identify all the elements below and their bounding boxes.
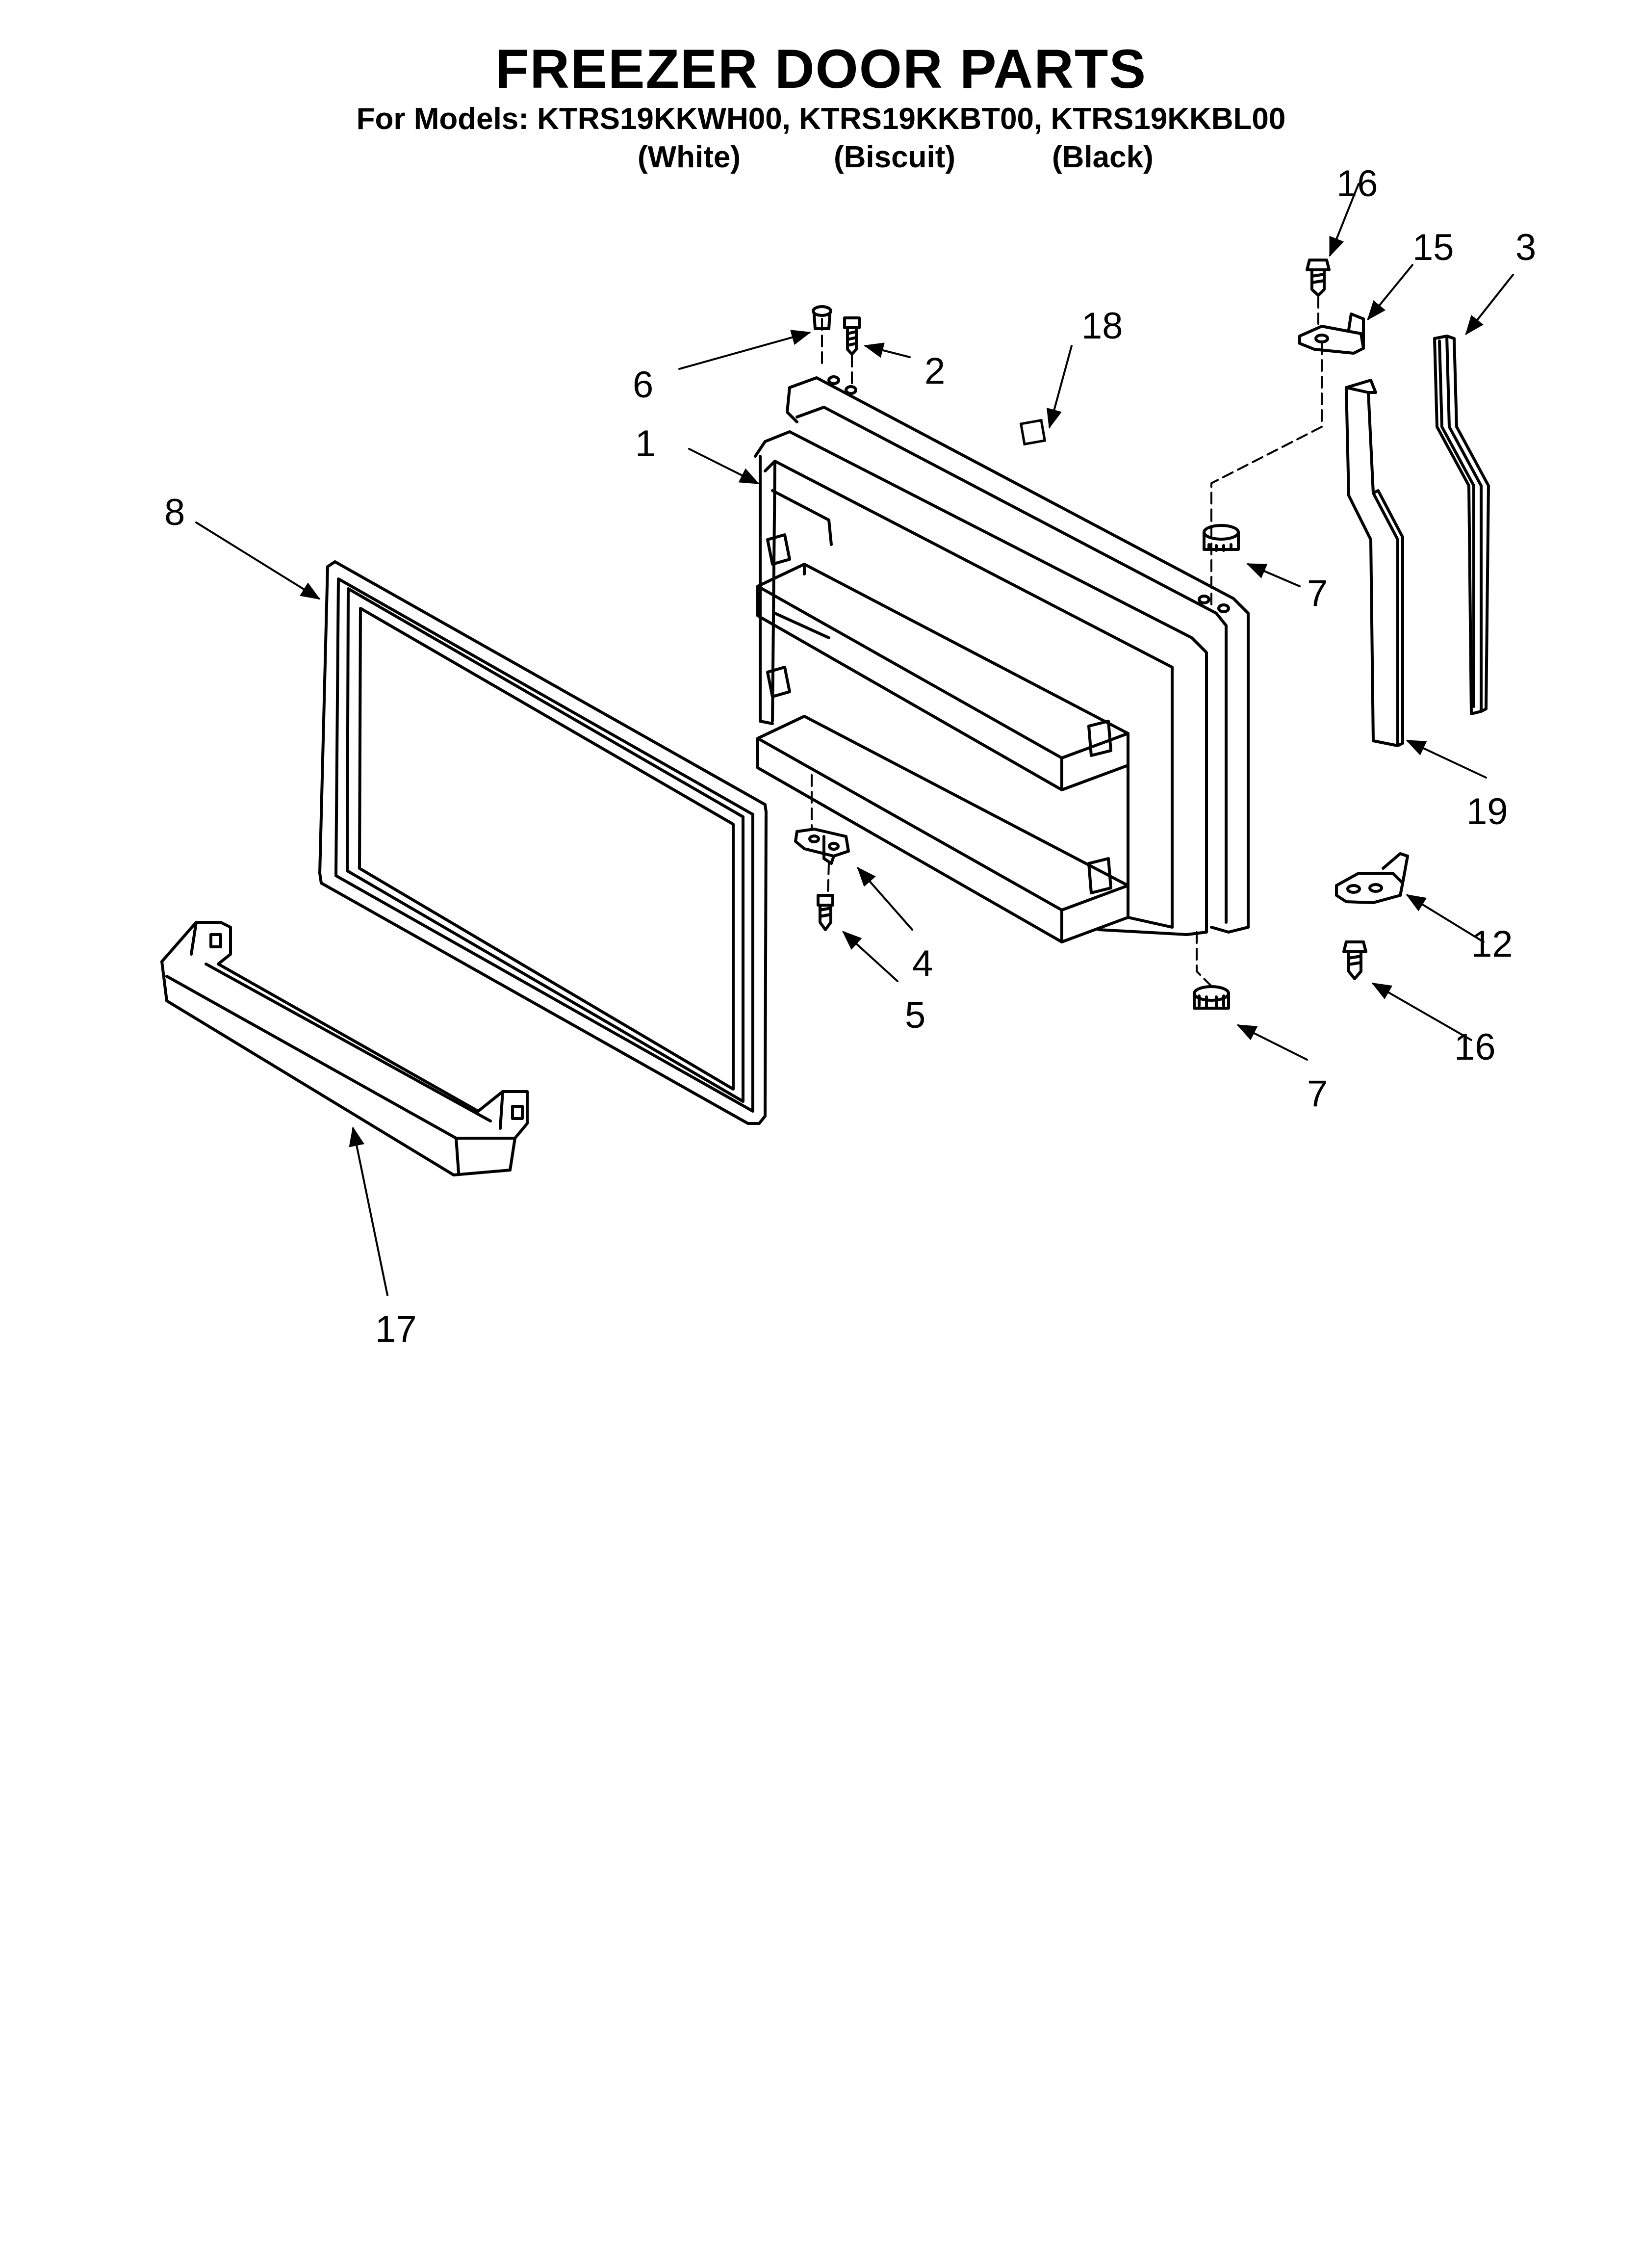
hinge-cap-top-part xyxy=(1203,524,1240,552)
door-gasket-part xyxy=(318,560,768,1125)
bracket-screw-bottom-part xyxy=(1342,940,1367,980)
hinge-cap-bottom-part xyxy=(1193,985,1230,1010)
callout-2: 2 xyxy=(924,350,945,392)
callout-19: 19 xyxy=(1466,791,1508,833)
callout-12: 12 xyxy=(1471,923,1513,965)
callout-8: 8 xyxy=(164,492,185,533)
label-part xyxy=(1019,418,1047,446)
door-liner-part xyxy=(754,375,1250,943)
lower-door-bracket-part xyxy=(1335,852,1409,904)
callout-leaders xyxy=(195,183,1514,1296)
color-white: (White) xyxy=(638,140,741,174)
callout-15: 15 xyxy=(1412,227,1454,268)
callout-7-bottom: 7 xyxy=(1307,1073,1328,1115)
callout-6: 6 xyxy=(633,364,653,406)
page-title: FREEZER DOOR PARTS xyxy=(495,38,1147,100)
handle-trim-part xyxy=(1433,335,1490,715)
color-black: (Black) xyxy=(1052,140,1154,174)
upper-door-bracket-part xyxy=(1298,313,1365,355)
callout-16-bottom: 16 xyxy=(1454,1026,1496,1068)
bracket-screw-top-part xyxy=(1306,259,1331,297)
callout-16-top: 16 xyxy=(1336,163,1378,205)
callout-7-top: 7 xyxy=(1307,573,1328,614)
callout-17: 17 xyxy=(375,1308,417,1350)
callout-5: 5 xyxy=(905,994,925,1036)
callout-18: 18 xyxy=(1081,305,1123,347)
lower-hinge-screw-part xyxy=(817,894,834,931)
model-list: For Models: KTRS19KKWH00, KTRS19KKBT00, … xyxy=(356,102,1286,136)
color-biscuit: (Biscuit) xyxy=(834,140,955,174)
callout-1: 1 xyxy=(635,423,656,465)
callout-3: 3 xyxy=(1515,227,1536,268)
callout-4: 4 xyxy=(912,943,933,985)
hinge-screw-top-part xyxy=(843,316,861,356)
door-bin-part xyxy=(160,921,529,1176)
assembly-lines xyxy=(811,296,1323,987)
door-handle-part xyxy=(1345,379,1404,747)
lower-hinge-bracket-part xyxy=(794,828,850,865)
